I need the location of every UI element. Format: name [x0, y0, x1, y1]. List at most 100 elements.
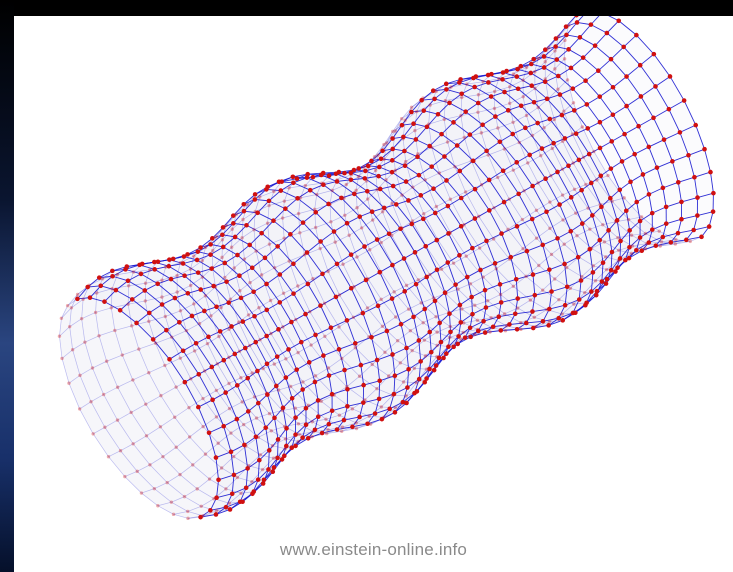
mesh-node — [223, 390, 228, 395]
mesh-node — [540, 146, 545, 151]
mesh-node — [246, 409, 251, 414]
mesh-node — [511, 121, 514, 124]
mesh-node — [355, 206, 358, 209]
mesh-node — [417, 173, 422, 178]
mesh-node — [383, 351, 386, 354]
mesh-node — [585, 126, 590, 131]
mesh-node — [147, 311, 152, 316]
mesh-node — [427, 123, 430, 126]
mesh-node — [80, 317, 83, 320]
mesh-node — [279, 179, 284, 184]
mesh-node — [572, 108, 577, 113]
mesh-node — [390, 136, 395, 141]
mesh-node — [254, 210, 257, 213]
mesh-node — [323, 335, 326, 338]
mesh-node — [147, 371, 150, 374]
mesh-node — [526, 161, 529, 164]
mesh-node — [293, 432, 298, 437]
mesh-node — [362, 244, 367, 249]
mesh-node — [493, 114, 498, 119]
mesh-node — [210, 236, 215, 241]
mesh-node — [265, 391, 268, 394]
mesh-node — [67, 382, 70, 385]
mesh-node — [580, 275, 583, 278]
mesh-node — [651, 116, 656, 121]
mesh-node — [278, 272, 283, 277]
mesh-node — [125, 264, 130, 269]
mesh-node — [514, 277, 519, 282]
mesh-node — [514, 160, 519, 165]
mesh-node — [616, 18, 621, 23]
mesh-node — [460, 96, 463, 99]
mesh-node — [645, 242, 648, 245]
mesh-node — [557, 35, 560, 38]
mesh-node — [235, 253, 240, 258]
mesh-node — [241, 400, 244, 403]
mesh-node — [252, 314, 257, 319]
mesh-node — [489, 72, 494, 77]
mesh-node — [127, 284, 130, 287]
mesh-node — [405, 385, 410, 390]
mesh-node — [668, 74, 673, 79]
mesh-node — [116, 386, 119, 389]
mesh-node — [590, 247, 593, 250]
mesh-node — [258, 195, 261, 198]
mesh-node — [473, 216, 478, 221]
mesh-node — [424, 354, 427, 357]
mesh-node — [689, 240, 692, 243]
mesh-node — [515, 296, 520, 301]
mesh-node — [610, 200, 613, 203]
mesh-node — [446, 140, 449, 143]
mesh-node — [360, 226, 363, 229]
mesh-node — [178, 473, 181, 476]
mesh-node — [208, 477, 211, 480]
mesh-node — [365, 179, 368, 182]
mesh-node — [318, 303, 323, 308]
mesh-node — [255, 369, 260, 374]
mesh-node — [231, 227, 234, 230]
mesh-node — [276, 437, 281, 442]
mesh-node — [499, 293, 502, 296]
mesh-node — [563, 242, 566, 245]
mesh-node — [585, 102, 590, 107]
mesh-node — [525, 114, 528, 117]
mesh-node — [345, 318, 350, 323]
mesh-node — [605, 31, 610, 36]
mesh-node — [589, 22, 594, 27]
mesh-node — [296, 440, 299, 443]
mesh-node — [221, 238, 224, 241]
mesh-node — [361, 311, 366, 316]
mesh-node — [97, 334, 100, 337]
mesh-node — [363, 169, 368, 174]
mesh-node — [438, 171, 441, 174]
mesh-node — [563, 303, 568, 308]
mesh-node — [598, 203, 601, 206]
mesh-node — [232, 473, 237, 478]
mesh-node — [481, 80, 484, 83]
mesh-node — [110, 269, 115, 274]
mesh-node — [60, 317, 63, 320]
mesh-node — [137, 347, 140, 350]
mesh-node — [561, 167, 564, 170]
mesh-node — [366, 306, 369, 309]
mesh-node — [359, 363, 364, 368]
mesh-node — [524, 321, 529, 326]
mesh-node — [366, 197, 369, 200]
mesh-node — [326, 428, 329, 431]
mesh-node — [515, 224, 520, 229]
mesh-node — [435, 355, 438, 358]
mesh-node — [381, 325, 384, 328]
mesh-node — [327, 173, 332, 178]
mesh-node — [264, 334, 269, 339]
mesh-node — [639, 94, 644, 99]
mesh-node — [462, 223, 465, 226]
mesh-node — [421, 96, 424, 99]
mesh-node — [695, 213, 700, 218]
mesh-node — [522, 189, 525, 192]
mesh-node — [530, 309, 535, 314]
mesh-node — [164, 265, 167, 268]
mesh-node — [418, 359, 423, 364]
mesh-node — [214, 285, 217, 288]
mesh-node — [478, 268, 483, 273]
mesh-node — [273, 266, 276, 269]
